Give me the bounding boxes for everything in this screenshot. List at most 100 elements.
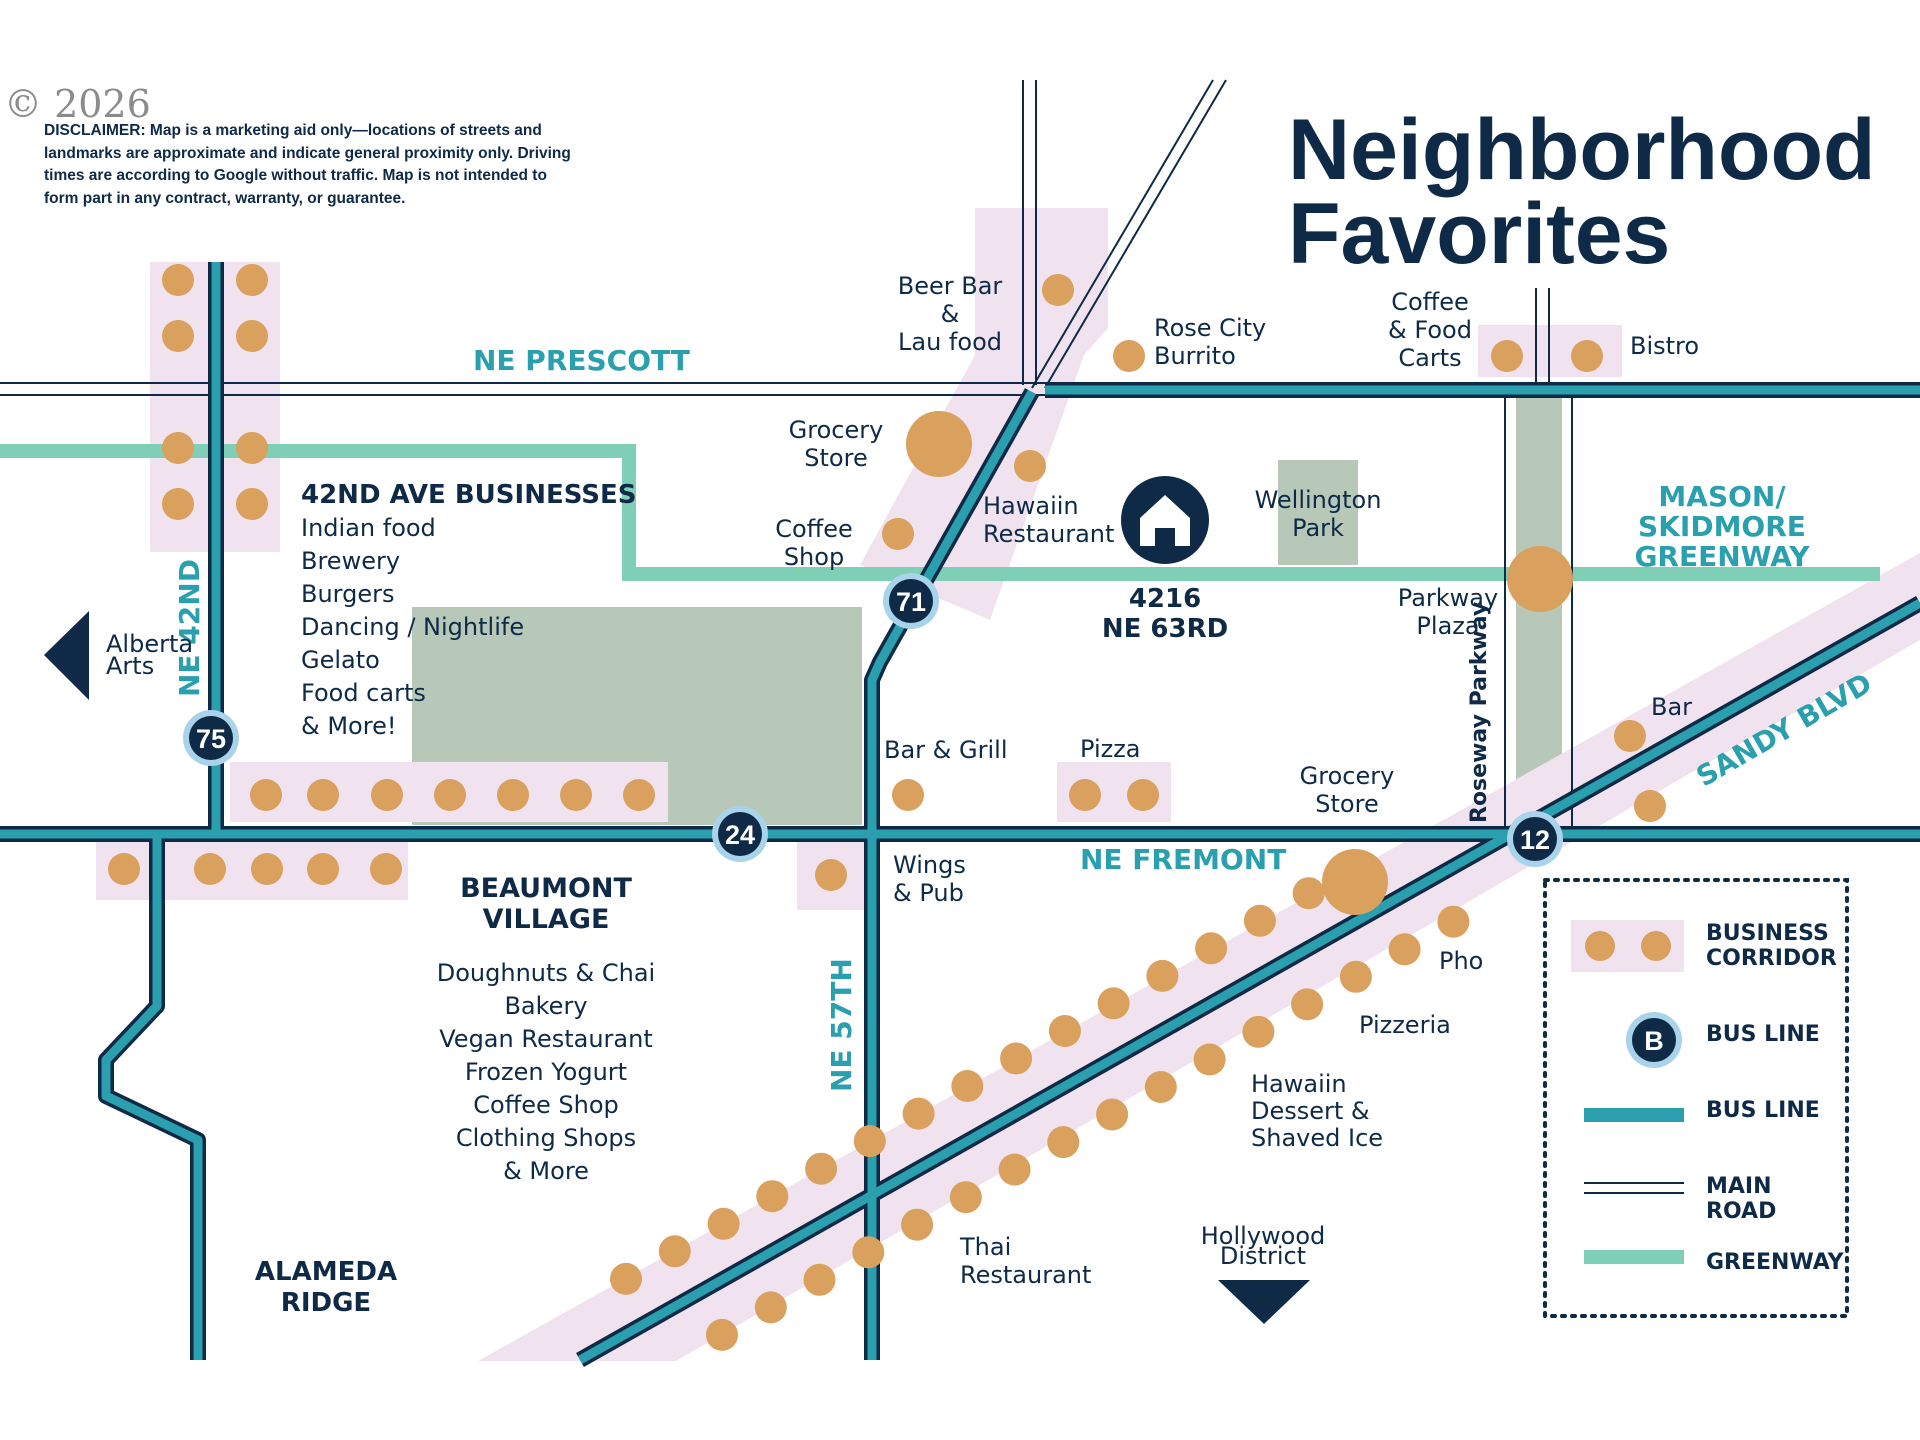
district-42nd-item: Burgers	[301, 580, 395, 608]
business-dot	[1195, 932, 1228, 965]
title-line-1: Neighborhood	[1288, 102, 1876, 198]
business-dot	[1243, 904, 1276, 937]
place-coffee-shop: Coffee Shop	[764, 515, 864, 571]
beaumont-heading-2: VILLAGE	[482, 904, 610, 935]
bus-stop-75[interactable]: 75	[183, 710, 239, 766]
place-hawaiin-rest-1: Hawaiin	[983, 492, 1079, 520]
legend-main-road-2: ROAD	[1706, 1199, 1777, 1224]
hollywood-arrow-icon	[1218, 1280, 1310, 1324]
place-hawaiin-dessert-2: Dessert &	[1251, 1097, 1370, 1125]
district-42nd-item: Brewery	[301, 547, 401, 575]
legend-bus-letter: B	[1644, 1026, 1664, 1056]
greenway-label-3: GREENWAY	[1634, 540, 1810, 573]
bus-stop-24-label: 24	[725, 820, 755, 850]
place-pho: Pho	[1439, 947, 1484, 975]
place-alameda-1: ALAMEDA	[254, 1257, 398, 1287]
business-dot	[852, 1236, 885, 1269]
legend-greenway: GREENWAY	[1706, 1250, 1844, 1275]
place-coffee-shop-2: Shop	[783, 543, 845, 571]
place-hawaiin-restaurant: Hawaiin Restaurant	[983, 492, 1114, 548]
bus-stop-71-label: 71	[896, 587, 926, 617]
legend-business-corridor-1: BUSINESS	[1706, 921, 1829, 946]
place-wellington-park: Wellington Park	[1248, 486, 1388, 542]
bus-stop-24[interactable]: 24	[712, 806, 768, 862]
legend: B	[1543, 878, 1849, 1318]
street-label-prescott: NE PRESCOTT	[473, 344, 690, 377]
business-dots	[108, 264, 1666, 915]
business-dot	[803, 1263, 836, 1296]
legend-bus-marker: BUS LINE	[1706, 1022, 1820, 1047]
district-42nd-item: Food carts	[301, 679, 426, 707]
district-42nd-item: & More!	[301, 712, 397, 740]
place-wings-pub-1: Wings	[893, 851, 966, 879]
place-coffee-shop-1: Coffee	[775, 515, 853, 543]
district-42nd-ave: 42ND AVE BUSINESSES Indian food Brewery …	[301, 479, 637, 743]
bus-stop-12[interactable]: 12	[1507, 811, 1563, 867]
business-dot	[610, 1262, 642, 1295]
place-hollywood-district[interactable]: Hollywood District	[1193, 1222, 1333, 1268]
business-dot	[901, 1208, 934, 1241]
district-42nd-heading: 42ND AVE BUSINESSES	[301, 480, 637, 510]
place-coffee-carts-1: Coffee	[1391, 288, 1469, 316]
place-coffee-carts-3: Carts	[1398, 344, 1462, 372]
place-grocery-south-2: Store	[1315, 790, 1379, 818]
place-grocery-south-1: Grocery	[1299, 762, 1395, 790]
greenway-label: MASON/ SKIDMORE GREENWAY	[1612, 482, 1832, 572]
district-beaumont-village: BEAUMONT VILLAGE Doughnuts & Chai Bakery…	[416, 873, 676, 1188]
business-dot	[902, 1097, 935, 1130]
place-thai-1: Thai	[960, 1233, 1012, 1261]
business-dot	[951, 1070, 984, 1102]
business-dot	[1388, 933, 1421, 966]
business-dot	[1048, 1015, 1081, 1047]
business-dot	[998, 1153, 1031, 1186]
greenway-label-1: MASON/	[1658, 480, 1786, 513]
place-alberta-arts-1: Alberta	[106, 630, 194, 658]
place-alberta-arts[interactable]: Alberta Arts	[106, 630, 194, 678]
district-42nd-item: Gelato	[301, 646, 380, 674]
business-dot	[756, 1180, 789, 1213]
business-dot	[706, 1318, 738, 1351]
page-title: Neighborhood Favorites	[1288, 102, 1876, 277]
place-rose-city-2: Burrito	[1154, 342, 1236, 370]
place-hollywood-1: Hollywood	[1200, 1222, 1326, 1250]
business-dot	[1047, 1126, 1080, 1159]
greenway-path	[0, 444, 1880, 581]
place-bar-grill: Bar & Grill	[884, 736, 1008, 764]
disclaimer: DISCLAIMER: Map is a marketing aid only—…	[44, 122, 571, 207]
place-rose-city-1: Rose City	[1154, 314, 1267, 342]
business-dot	[853, 1125, 886, 1158]
street-label-ne57: NE 57TH	[825, 958, 858, 1092]
place-grocery-north-2: Store	[804, 444, 868, 472]
district-42nd-item: Dancing / Nightlife	[301, 613, 525, 641]
place-grocery-store-south: Grocery Store	[1287, 762, 1407, 818]
home-address-line1: 4216	[1128, 584, 1202, 614]
business-dot	[1339, 960, 1372, 993]
place-coffee-carts-2: & Food	[1388, 316, 1472, 344]
sandy-corridor-dots	[610, 877, 1470, 1351]
place-thai-2: Restaurant	[960, 1261, 1092, 1289]
home-address-line2: NE 63RD	[1101, 614, 1229, 644]
business-dot	[1292, 877, 1325, 910]
greenway-label-2: SKIDMORE	[1638, 510, 1806, 543]
bus-stop-71[interactable]: 71	[883, 573, 939, 629]
beaumont-heading-1: BEAUMONT	[460, 873, 632, 904]
business-dot	[1096, 1098, 1129, 1131]
place-bistro: Bistro	[1630, 332, 1700, 360]
place-coffee-food-carts: Coffee & Food Carts	[1370, 288, 1490, 372]
place-hawaiin-dessert-3: Shaved Ice	[1251, 1124, 1384, 1152]
bus-stop-75-label: 75	[196, 724, 226, 754]
bus-stop-12-label: 12	[1520, 825, 1550, 855]
beaumont-item: Doughnuts & Chai	[436, 959, 656, 987]
alberta-arrow-icon	[44, 611, 89, 700]
bus-lines	[0, 262, 1920, 1367]
place-wings-pub: Wings & Pub	[893, 851, 966, 907]
business-dot	[658, 1235, 691, 1268]
beaumont-item: Bakery	[504, 992, 588, 1020]
business-dot	[754, 1291, 787, 1324]
place-parkway-plaza-2: Plaza	[1416, 612, 1480, 640]
place-rose-city-burrito: Rose City Burrito	[1154, 314, 1266, 370]
legend-main-road-1: MAIN	[1706, 1174, 1772, 1199]
home-marker	[1121, 476, 1209, 564]
business-dot	[805, 1152, 838, 1185]
